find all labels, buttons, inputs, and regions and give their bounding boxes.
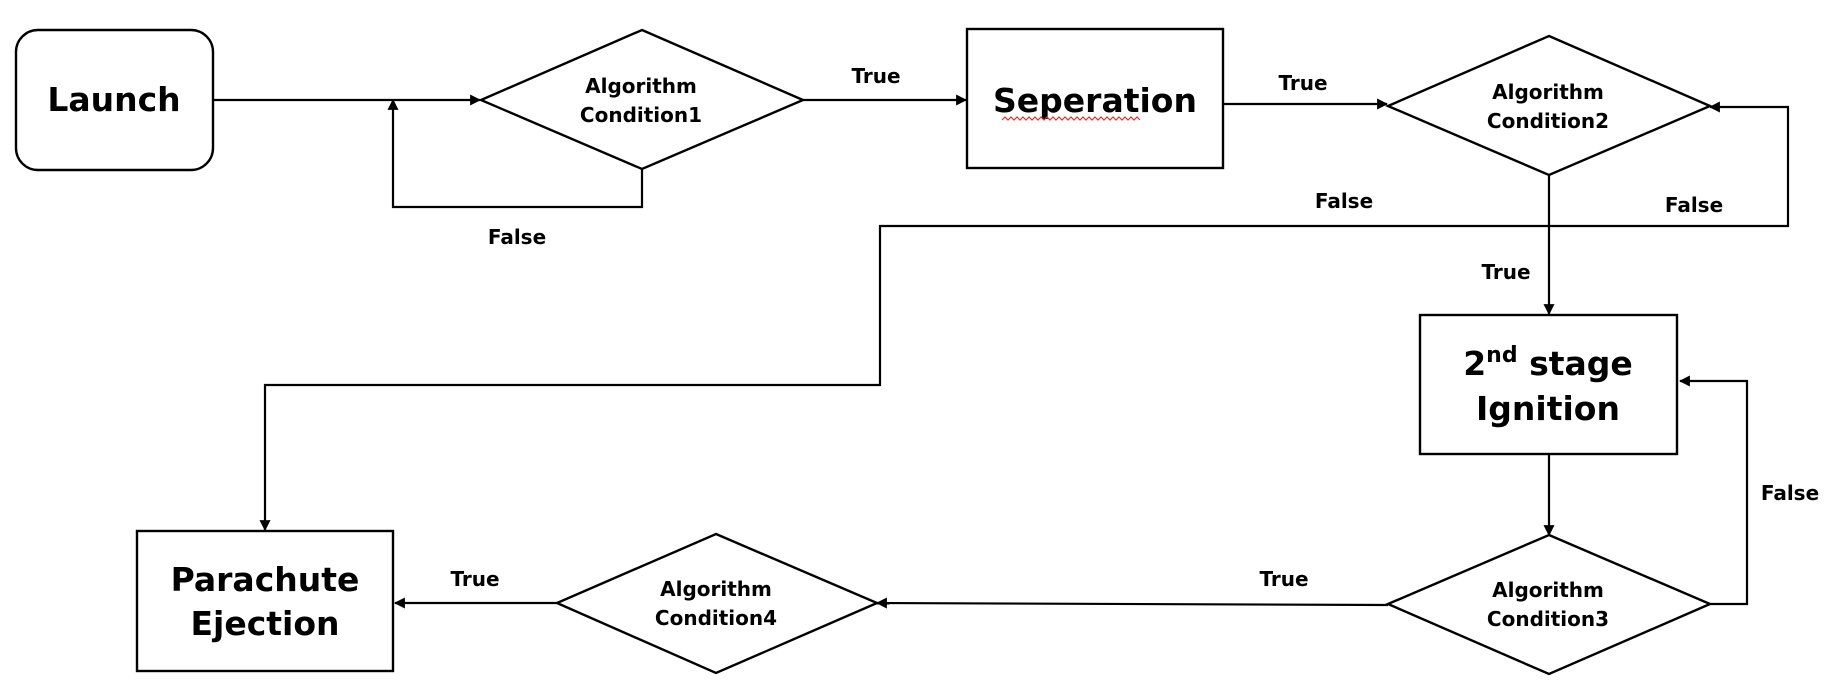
ignition-superscript: nd [1486, 343, 1517, 368]
cond2-false-to-parachute-label: False [1315, 189, 1373, 213]
ignition-stage-word: stage [1518, 344, 1633, 383]
separation-true-label: True [1278, 71, 1327, 95]
condition2-label-line2: Condition2 [1487, 109, 1609, 133]
edge-cond2-false-loop [1550, 101, 1790, 228]
cond3-true-label: True [1259, 567, 1308, 591]
algorithm-condition2-node: Algorithm Condition2 [1384, 34, 1714, 177]
algorithm-condition3-node: Algorithm Condition3 [1384, 533, 1714, 676]
condition1-label-line2: Condition1 [580, 103, 702, 127]
second-stage-ignition-node: 2nd stage Ignition [1418, 313, 1679, 456]
edge-cond2-false-to-parachute [259, 224, 1550, 532]
condition4-label-line1: Algorithm [660, 577, 772, 601]
parachute-label-line2: Ejection [190, 604, 339, 643]
launch-label: Launch [47, 80, 180, 119]
condition4-label-line2: Condition4 [655, 606, 777, 630]
ignition-label-line2: Ignition [1476, 389, 1620, 428]
separation-label: Seperation [993, 81, 1197, 120]
spellcheck-underline [1001, 116, 1141, 121]
separation-node: Seperation [965, 27, 1225, 170]
parachute-label-line1: Parachute [171, 560, 360, 599]
edge-cond3-false-loop [1678, 375, 1749, 606]
condition3-label-line2: Condition3 [1487, 607, 1609, 631]
cond4-true-label: True [450, 567, 499, 591]
condition3-label-line1: Algorithm [1492, 578, 1604, 602]
cond1-false-label: False [488, 225, 546, 249]
ignition-number: 2 [1463, 344, 1486, 383]
parachute-ejection-node: Parachute Ejection [135, 529, 395, 673]
cond2-false-loop-label: False [1665, 193, 1723, 217]
condition1-label-line1: Algorithm [585, 74, 697, 98]
condition2-label-line1: Algorithm [1492, 80, 1604, 104]
cond1-true-label: True [851, 64, 900, 88]
algorithm-condition1-node: Algorithm Condition1 [477, 28, 807, 171]
cond3-false-label: False [1761, 481, 1819, 505]
edge-cond1-false-loop [387, 98, 644, 209]
algorithm-condition4-node: Algorithm Condition4 [554, 532, 881, 675]
cond2-true-label: True [1481, 260, 1530, 284]
ignition-label-line1: 2nd stage [1463, 343, 1633, 383]
launch-node: Launch [14, 28, 215, 172]
edge-cond3-true [875, 597, 1389, 609]
